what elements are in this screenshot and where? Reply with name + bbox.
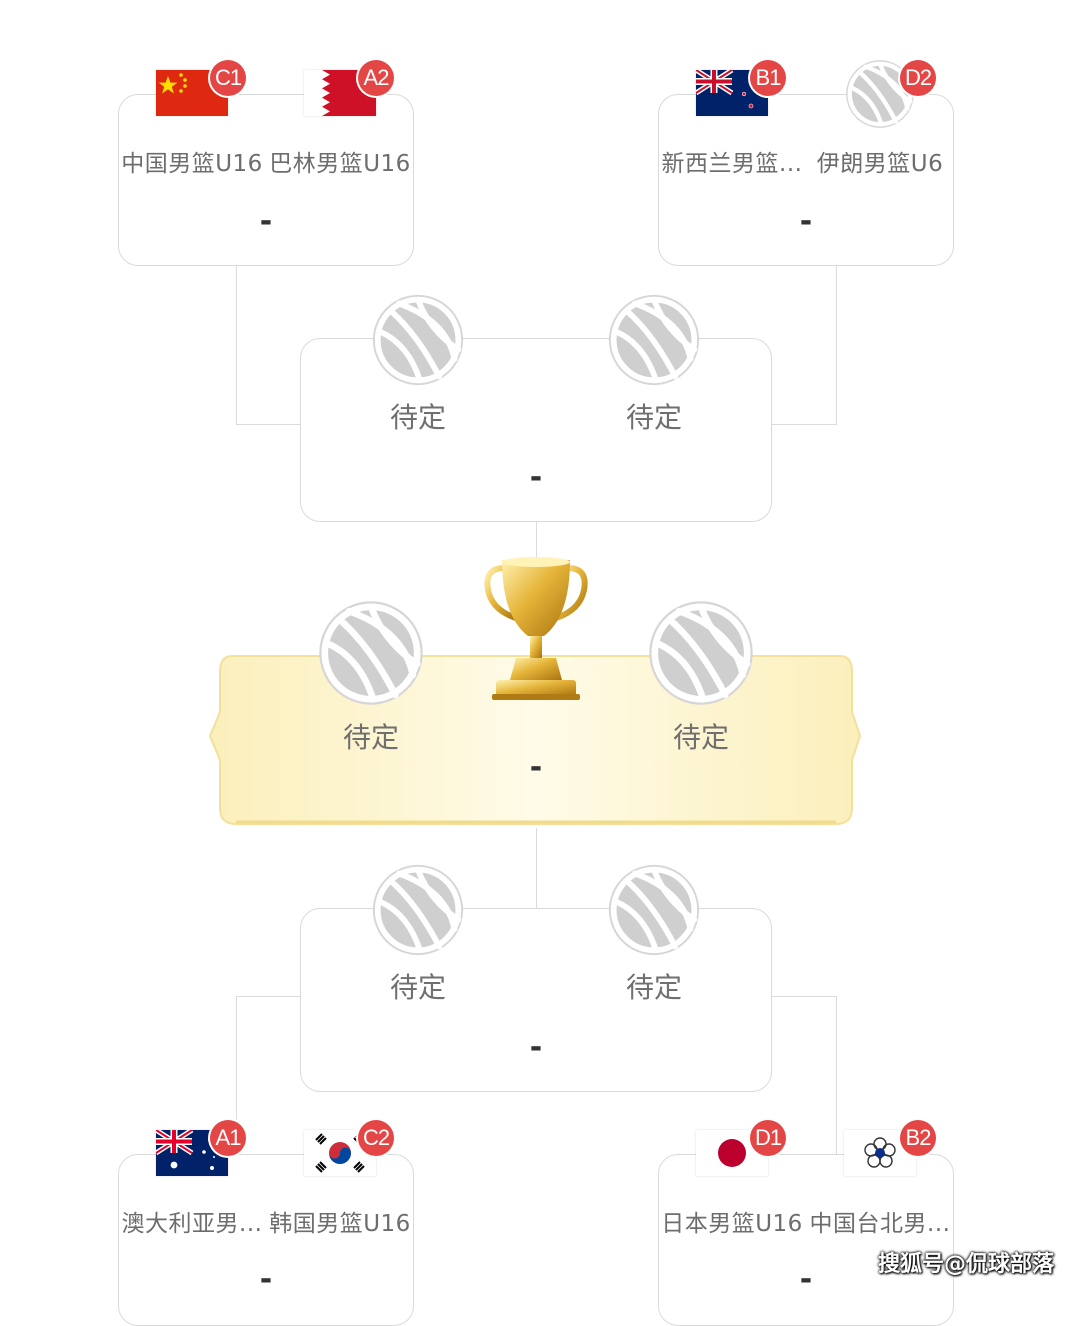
team-name: 中国台北男... (809, 1211, 951, 1237)
team-name: 伊朗男篮U6 (816, 151, 944, 177)
team-pending-label: 待定 (342, 721, 399, 754)
connector-final-semi-bottom (536, 828, 537, 910)
trophy-icon (484, 557, 588, 700)
team-name: 中国男篮U16 (121, 151, 263, 177)
team-pending-label: 待定 (625, 971, 682, 1004)
seed-badge: D2 (900, 60, 936, 96)
match-score: - (529, 460, 543, 495)
seed-badge: C1 (210, 60, 246, 96)
match-score: - (799, 204, 813, 239)
basketball-placeholder-icon (316, 598, 426, 708)
seed-badge: C2 (358, 1120, 394, 1156)
team-pending-label: 待定 (389, 971, 446, 1004)
basketball-placeholder-icon (646, 598, 756, 708)
match-score: - (529, 1030, 543, 1065)
basketball-placeholder-icon (606, 292, 702, 388)
connector-top-left (236, 266, 301, 425)
seed-badge: A2 (358, 60, 394, 96)
seed-badge: A1 (210, 1120, 246, 1156)
match-card-semifinal-bottom[interactable] (300, 908, 772, 1092)
connector-bottom-right (772, 996, 837, 1155)
team-name: 巴林男篮U16 (269, 151, 411, 177)
match-score: - (529, 750, 543, 785)
team-pending-label: 待定 (625, 401, 682, 434)
match-card-top-left[interactable] (118, 94, 414, 266)
team-name: 新西兰男篮... (661, 151, 803, 177)
seed-badge: B1 (750, 60, 786, 96)
match-score: - (799, 1262, 813, 1297)
match-card-bottom-right[interactable] (658, 1154, 954, 1326)
connector-top-right (772, 266, 837, 425)
basketball-placeholder-icon (370, 862, 466, 958)
match-score: - (259, 204, 273, 239)
basketball-placeholder-icon (370, 292, 466, 388)
team-pending-label: 待定 (389, 401, 446, 434)
team-name: 日本男篮U16 (661, 1211, 803, 1237)
seed-badge: D1 (750, 1120, 786, 1156)
seed-badge: B2 (900, 1120, 936, 1156)
match-card-bottom-left[interactable] (118, 1154, 414, 1326)
connector-bottom-left (236, 996, 301, 1155)
team-name: 韩国男篮U16 (269, 1211, 411, 1237)
basketball-placeholder-icon (606, 862, 702, 958)
flag-new-zealand-icon (696, 70, 768, 116)
match-card-semifinal-top[interactable] (300, 338, 772, 522)
team-pending-label: 待定 (672, 721, 729, 754)
match-card-top-right[interactable] (658, 94, 954, 266)
team-name: 澳大利亚男... (121, 1211, 263, 1237)
match-score: - (259, 1262, 273, 1297)
watermark: 搜狐号@侃球部落 (878, 1252, 1055, 1277)
